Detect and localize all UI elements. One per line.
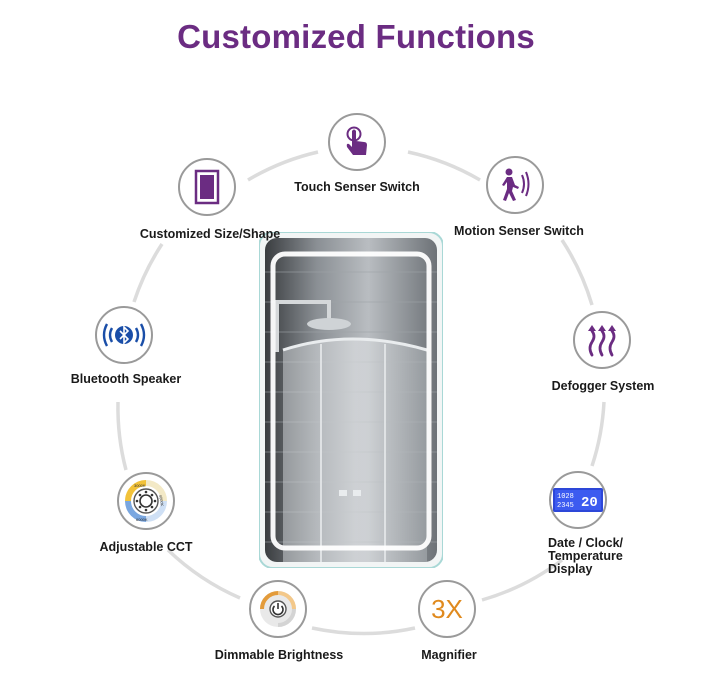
cct-dial-label-4000k: 4000K [158, 494, 165, 507]
cct-dial-label-6000k: 6000K [136, 517, 148, 522]
display-label-line-1: Date / Clock/ [548, 536, 624, 550]
cct-dial-label-3000k: 3000K [134, 483, 146, 488]
magnifier-3x-icon: 3X [431, 593, 463, 624]
adjustable-cct-label: Adjustable CCT [99, 540, 193, 554]
page-title: Customized Functions [177, 18, 535, 55]
size-icon-circle [178, 158, 236, 216]
magnifier-label: Magnifier [421, 648, 477, 662]
dimmable-icon-circle [249, 580, 307, 638]
magnifier-icon-circle: 3X [418, 580, 476, 638]
led-mirror-image [258, 231, 444, 569]
display-screen-temp: 20 [581, 495, 598, 511]
dimmable-brightness-label: Dimmable Brightness [214, 648, 344, 662]
heat-waves-icon [588, 325, 616, 357]
motion-icon-circle [486, 156, 544, 214]
cct-dial-icon: 3000K 4000K 6000K [125, 480, 167, 522]
bluetooth-icon-circle [95, 306, 153, 364]
hand-touch-icon [346, 126, 367, 155]
customized-size-shape-label: Customized Size/Shape [139, 227, 281, 241]
rectangle-shape-icon [194, 169, 220, 205]
date-clock-temperature-display-label: Date / Clock/ Temperature Display [548, 537, 623, 576]
bluetooth-icon [102, 323, 146, 347]
display-icon-circle: 1028 2345 20 [549, 471, 607, 529]
dimmer-power-icon [260, 591, 296, 627]
motion-senser-switch-label: Motion Senser Switch [454, 224, 584, 238]
cct-icon-circle: 3000K 4000K 6000K [117, 472, 175, 530]
defogger-icon-circle [573, 311, 631, 369]
touch-icon-circle [328, 113, 386, 171]
bluetooth-speaker-label: Bluetooth Speaker [70, 372, 182, 386]
display-label-line-3: Display [548, 562, 593, 576]
walking-person-icon [502, 168, 530, 201]
touch-senser-switch-label: Touch Senser Switch [294, 180, 420, 194]
display-screen-date: 1028 [557, 493, 574, 501]
defogger-system-label: Defogger System [551, 379, 655, 393]
display-label-line-2: Temperature [548, 549, 623, 563]
lcd-display-icon: 1028 2345 20 [553, 488, 603, 512]
display-screen-time: 2345 [557, 502, 574, 510]
